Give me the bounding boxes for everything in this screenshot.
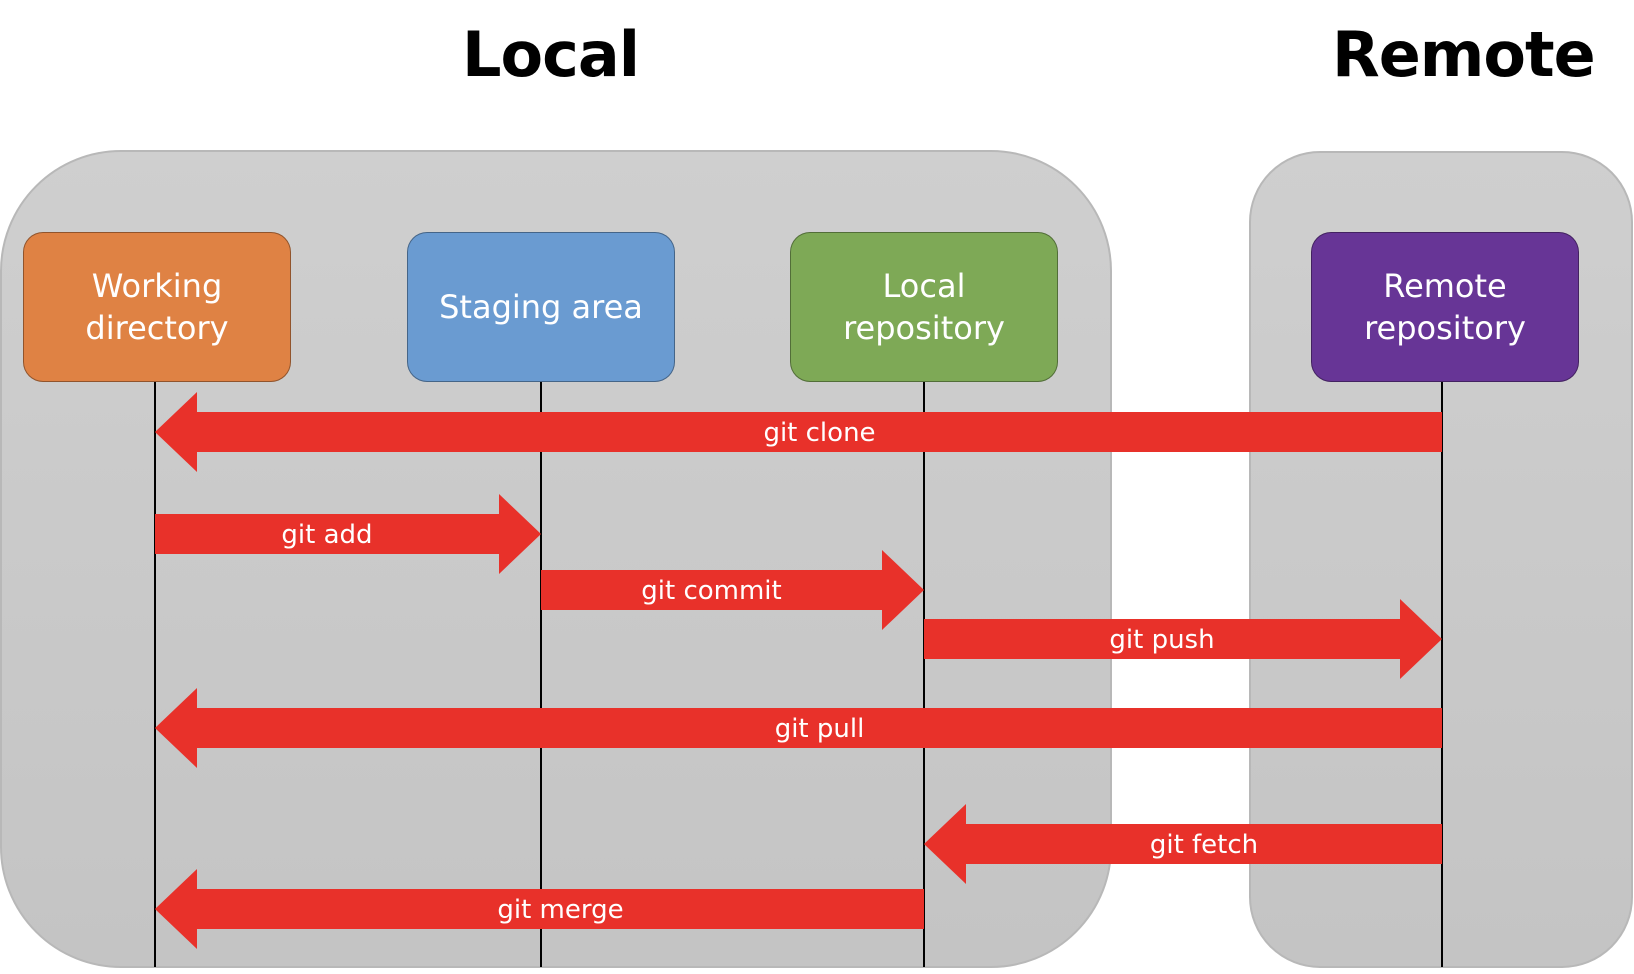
arrow-shape (155, 392, 1442, 472)
arrow-label: git add (281, 520, 372, 550)
arrow-shape (155, 494, 541, 574)
arrow-shape (155, 688, 1442, 768)
arrow-label: git merge (497, 895, 623, 925)
arrow-shape (155, 869, 924, 949)
local-repository-node: Local repository (790, 232, 1058, 382)
working-directory-node: Working directory (23, 232, 291, 382)
arrow-git-commit: git commit (541, 550, 924, 630)
arrow-shape (924, 599, 1442, 679)
staging-area-node: Staging area (407, 232, 675, 382)
remote-repository-node: Remote repository (1311, 232, 1579, 382)
arrow-shape (541, 550, 924, 630)
arrow-label: git clone (763, 418, 875, 448)
local-section-title: Local (462, 18, 640, 91)
arrow-git-clone: git clone (155, 392, 1442, 472)
arrow-git-merge: git merge (155, 869, 924, 949)
arrow-git-pull: git pull (155, 688, 1442, 768)
arrow-git-fetch: git fetch (924, 804, 1442, 884)
arrow-git-add: git add (155, 494, 541, 574)
arrow-label: git fetch (1150, 830, 1258, 860)
lifelines (154, 382, 1443, 967)
arrow-label: git pull (775, 714, 865, 744)
arrows-layer: git clone git add git commit git push git pu… (155, 392, 1442, 949)
arrow-label: git push (1109, 625, 1214, 655)
arrow-git-push: git push (924, 599, 1442, 679)
arrow-shape (924, 804, 1442, 884)
arrow-label: git commit (641, 576, 781, 606)
remote-section-title: Remote (1332, 18, 1596, 91)
